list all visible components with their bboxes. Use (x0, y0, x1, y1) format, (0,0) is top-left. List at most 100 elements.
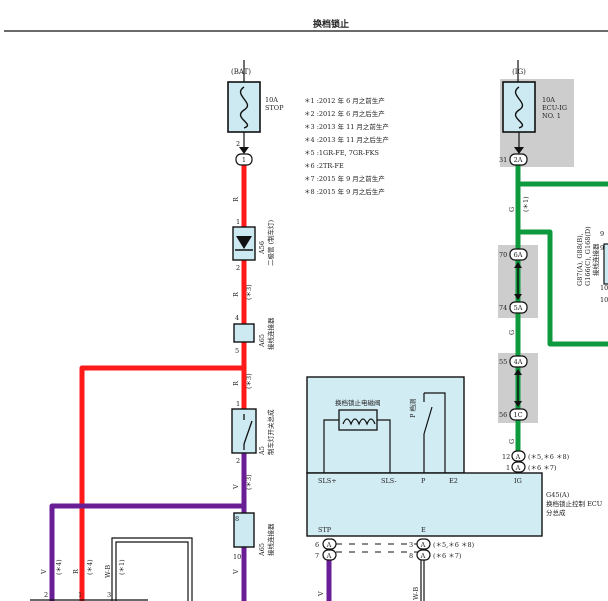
stop-switch-a5 (231, 408, 257, 454)
svg-text:IG: IG (514, 477, 522, 485)
note-8: ＊8 :2015 年 9 月之后生产 (304, 187, 385, 196)
svg-text:(＊6 ＊7): (＊6 ＊7) (528, 464, 557, 472)
svg-text:W-B: W-B (412, 587, 420, 600)
wire-color-labels: R R R V V G G G V R W-B V W-B (40, 196, 516, 600)
note-2: ＊2 :2012 年 6 月之后生产 (304, 109, 385, 118)
connector-5a: 5A (509, 301, 528, 314)
shift-lock-solenoid (323, 409, 391, 473)
connector-6a: 6A (509, 248, 528, 261)
svg-text:6: 6 (315, 541, 319, 549)
svg-text:10: 10 (233, 553, 241, 561)
svg-text:(＊3): (＊3) (245, 474, 253, 490)
bat-source-label: (BAT) (231, 68, 251, 76)
junction-a65-upper (233, 323, 255, 343)
connector-c1: 1 (235, 153, 253, 166)
svg-text:(＊6 ＊7): (＊6 ＊7) (433, 552, 462, 560)
svg-text:R: R (72, 568, 80, 574)
svg-text:STP: STP (318, 526, 332, 534)
junction-right-line2: G166(C), G168(D) (584, 226, 592, 286)
svg-text:3: 3 (107, 591, 111, 599)
svg-text:31: 31 (499, 156, 507, 164)
stop-switch-name: 制车灯开关总成 (266, 409, 275, 455)
svg-text:1C: 1C (513, 411, 522, 419)
diode-a56 (232, 226, 256, 261)
solenoid-label: 换档锁止电磁阀 (335, 398, 381, 407)
svg-text:9: 9 (600, 230, 604, 238)
svg-text:2: 2 (44, 591, 48, 599)
svg-text:G: G (508, 207, 516, 212)
connector-g45-a8: A (416, 549, 431, 561)
svg-text:10: 10 (600, 296, 608, 304)
connector-g45-a7: A (322, 549, 337, 561)
svg-text:2A: 2A (514, 156, 523, 164)
purple-wire (49, 452, 332, 601)
svg-text:A: A (420, 541, 426, 549)
junction-a65-upper-id: A65 (258, 334, 266, 348)
junction-a65-lower-name: 接线连接器 (266, 523, 275, 556)
svg-text:2: 2 (236, 140, 240, 148)
notes-list: ＊1 :2012 年 6 月之前生产 ＊2 :2012 年 6 月之后生产 ＊3… (304, 96, 389, 196)
svg-text:7: 7 (315, 552, 319, 560)
condition-labels: (＊3) (＊3) (＊3) (＊1) (＊4) (＊4) (＊1) (＊5,＊… (55, 196, 570, 575)
note-7: ＊7 :2015 年 9 月之前生产 (304, 174, 385, 183)
ecu-terminal-labels: SLS+ SLS- P E2 IG STP E (318, 477, 522, 534)
junction-right-line3: 接线连接器 (591, 243, 600, 276)
svg-text:A: A (326, 552, 332, 560)
stop-switch-id: A5 (258, 446, 266, 456)
diode-name: 二极管 (制车灯) (266, 219, 275, 266)
connector-g45-a6: A (322, 538, 337, 550)
note-4: ＊4 :2013 年 11 月之后生产 (304, 135, 389, 144)
svg-text:A: A (326, 541, 332, 549)
svg-text:G: G (508, 330, 516, 335)
svg-text:R: R (232, 380, 240, 386)
svg-text:E: E (421, 526, 426, 534)
ecu-id: G45(A) (546, 491, 570, 499)
svg-text:E2: E2 (449, 477, 458, 485)
svg-text:A: A (420, 552, 426, 560)
svg-text:2: 2 (236, 264, 240, 272)
park-switch (423, 392, 446, 473)
connector-g45-a1: A (511, 461, 526, 473)
svg-text:56: 56 (499, 411, 507, 419)
svg-text:1: 1 (236, 400, 240, 408)
svg-text:SLS-: SLS- (381, 477, 397, 485)
note-3: ＊3 :2013 年 11 月之前生产 (304, 122, 389, 131)
stop-fuse-amp: 10A (265, 96, 278, 104)
svg-text:R: R (232, 196, 240, 202)
ecu-dashed-links (336, 543, 418, 553)
ig-source-label: (IG) (512, 68, 526, 76)
svg-text:A: A (515, 453, 521, 461)
svg-text:V: V (317, 591, 325, 597)
connector-2a: 2A (509, 153, 528, 166)
svg-text:V: V (40, 569, 48, 575)
svg-text:V: V (232, 569, 240, 575)
svg-text:8: 8 (235, 515, 239, 523)
svg-text:(＊1): (＊1) (522, 196, 530, 212)
svg-text:1: 1 (78, 591, 82, 599)
note-5: ＊5 :1GR-FE, 7GR-FKS (304, 149, 379, 157)
ecu-ig-fuse (502, 81, 536, 154)
ecu-fuse-no: NO. 1 (542, 112, 561, 120)
svg-text:55: 55 (499, 358, 507, 366)
svg-text:(＊1): (＊1) (118, 559, 126, 575)
ecu-name-1: 换档锁止控制 ECU (546, 499, 603, 508)
svg-text:R: R (232, 291, 240, 297)
pin-numbers: 2 1 2 4 5 1 2 8 10 31 70 74 55 56 12 1 6… (44, 140, 608, 599)
note-1: ＊1 :2012 年 6 月之前生产 (304, 96, 385, 105)
svg-text:(＊5,＊6 ＊8): (＊5,＊6 ＊8) (528, 453, 570, 461)
svg-text:12: 12 (502, 453, 510, 461)
svg-text:V: V (232, 484, 240, 490)
junction-right-line1: G87(A), G88(B), (576, 233, 584, 286)
junction-a65-lower-id: A65 (258, 543, 266, 557)
svg-text:P: P (421, 477, 426, 485)
svg-text:8: 8 (409, 552, 413, 560)
svg-text:A: A (515, 464, 521, 472)
junction-g87-edge (603, 243, 608, 285)
page-title: 换档锁止 (313, 18, 349, 30)
red-wire (79, 165, 247, 601)
junction-double-arrows (514, 262, 522, 407)
ecu-fuse-name: ECU-IG (542, 104, 567, 112)
svg-text:5: 5 (235, 347, 239, 355)
svg-text:(＊5,＊6 ＊8): (＊5,＊6 ＊8) (433, 541, 475, 549)
